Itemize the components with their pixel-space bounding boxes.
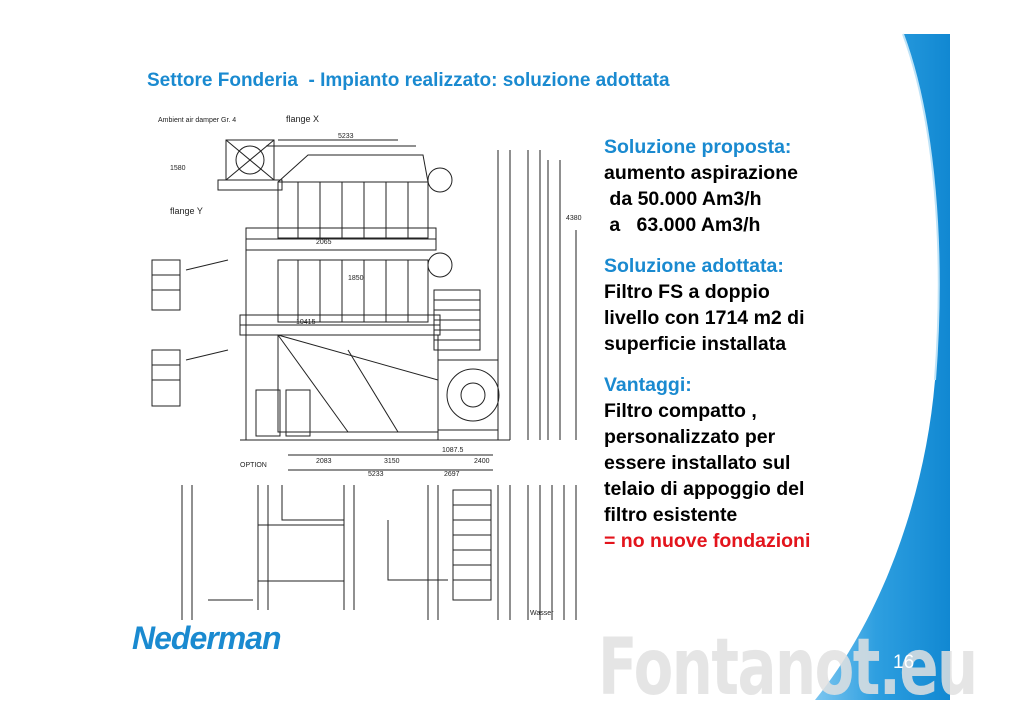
proposta-line: a 63.000 Am3/h [604, 214, 761, 236]
dim-2065: 2065 [316, 239, 332, 246]
vantaggi-line: telaio di appoggio del [604, 478, 805, 500]
nederman-logo: Nederman [132, 620, 281, 656]
vantaggi-line: Filtro compatto , [604, 400, 757, 422]
vantaggi-line: essere installato sul [604, 452, 791, 474]
solution-text-block: Soluzione proposta: aumento aspirazione … [604, 134, 864, 554]
vantaggi-line: personalizzato per [604, 426, 776, 448]
adottata-line: livello con 1714 m2 di [604, 307, 805, 329]
drawing-label-wasser: Wasser [530, 610, 554, 617]
dim-2400: 2400 [474, 458, 490, 465]
dim-1580: 1580 [170, 165, 186, 172]
adottata-heading: Soluzione adottata: [604, 255, 784, 277]
drawing-label-option: OPTION [240, 462, 267, 469]
technical-drawing: Ambient air damper Gr. 4 flange X flange… [151, 114, 582, 620]
adottata-line: superficie installata [604, 333, 787, 355]
dim-2697: 2697 [444, 471, 460, 478]
vantaggi-heading: Vantaggi: [604, 374, 692, 396]
dim-10415: 10415 [296, 319, 316, 326]
proposta-line: aumento aspirazione [604, 162, 798, 184]
page-number: 16 [893, 652, 915, 673]
vantaggi-line: filtro esistente [604, 504, 738, 526]
watermark: Fontanot.eu [598, 623, 978, 713]
dim-4380: 4380 [566, 215, 582, 222]
dim-2083: 2083 [316, 458, 332, 465]
proposta-heading: Soluzione proposta: [604, 136, 792, 158]
adottata-line: Filtro FS a doppio [604, 281, 770, 303]
drawing-label-flange-y: flange Y [170, 206, 203, 216]
drawing-label-damper: Ambient air damper Gr. 4 [158, 117, 236, 124]
drawing-label-flange-x: flange X [286, 114, 319, 124]
dim-5233-top: 5233 [338, 133, 354, 140]
dim-1850: 1850 [348, 275, 364, 282]
proposta-line: da 50.000 Am3/h [604, 188, 762, 210]
dim-3150: 3150 [384, 458, 400, 465]
dim-1087: 1087.5 [442, 447, 464, 454]
dim-5233-bottom: 5233 [368, 471, 384, 478]
conclusion-line: = no nuove fondazioni [604, 530, 811, 552]
slide-title: Settore Fonderia - Impianto realizzato: … [147, 70, 670, 91]
